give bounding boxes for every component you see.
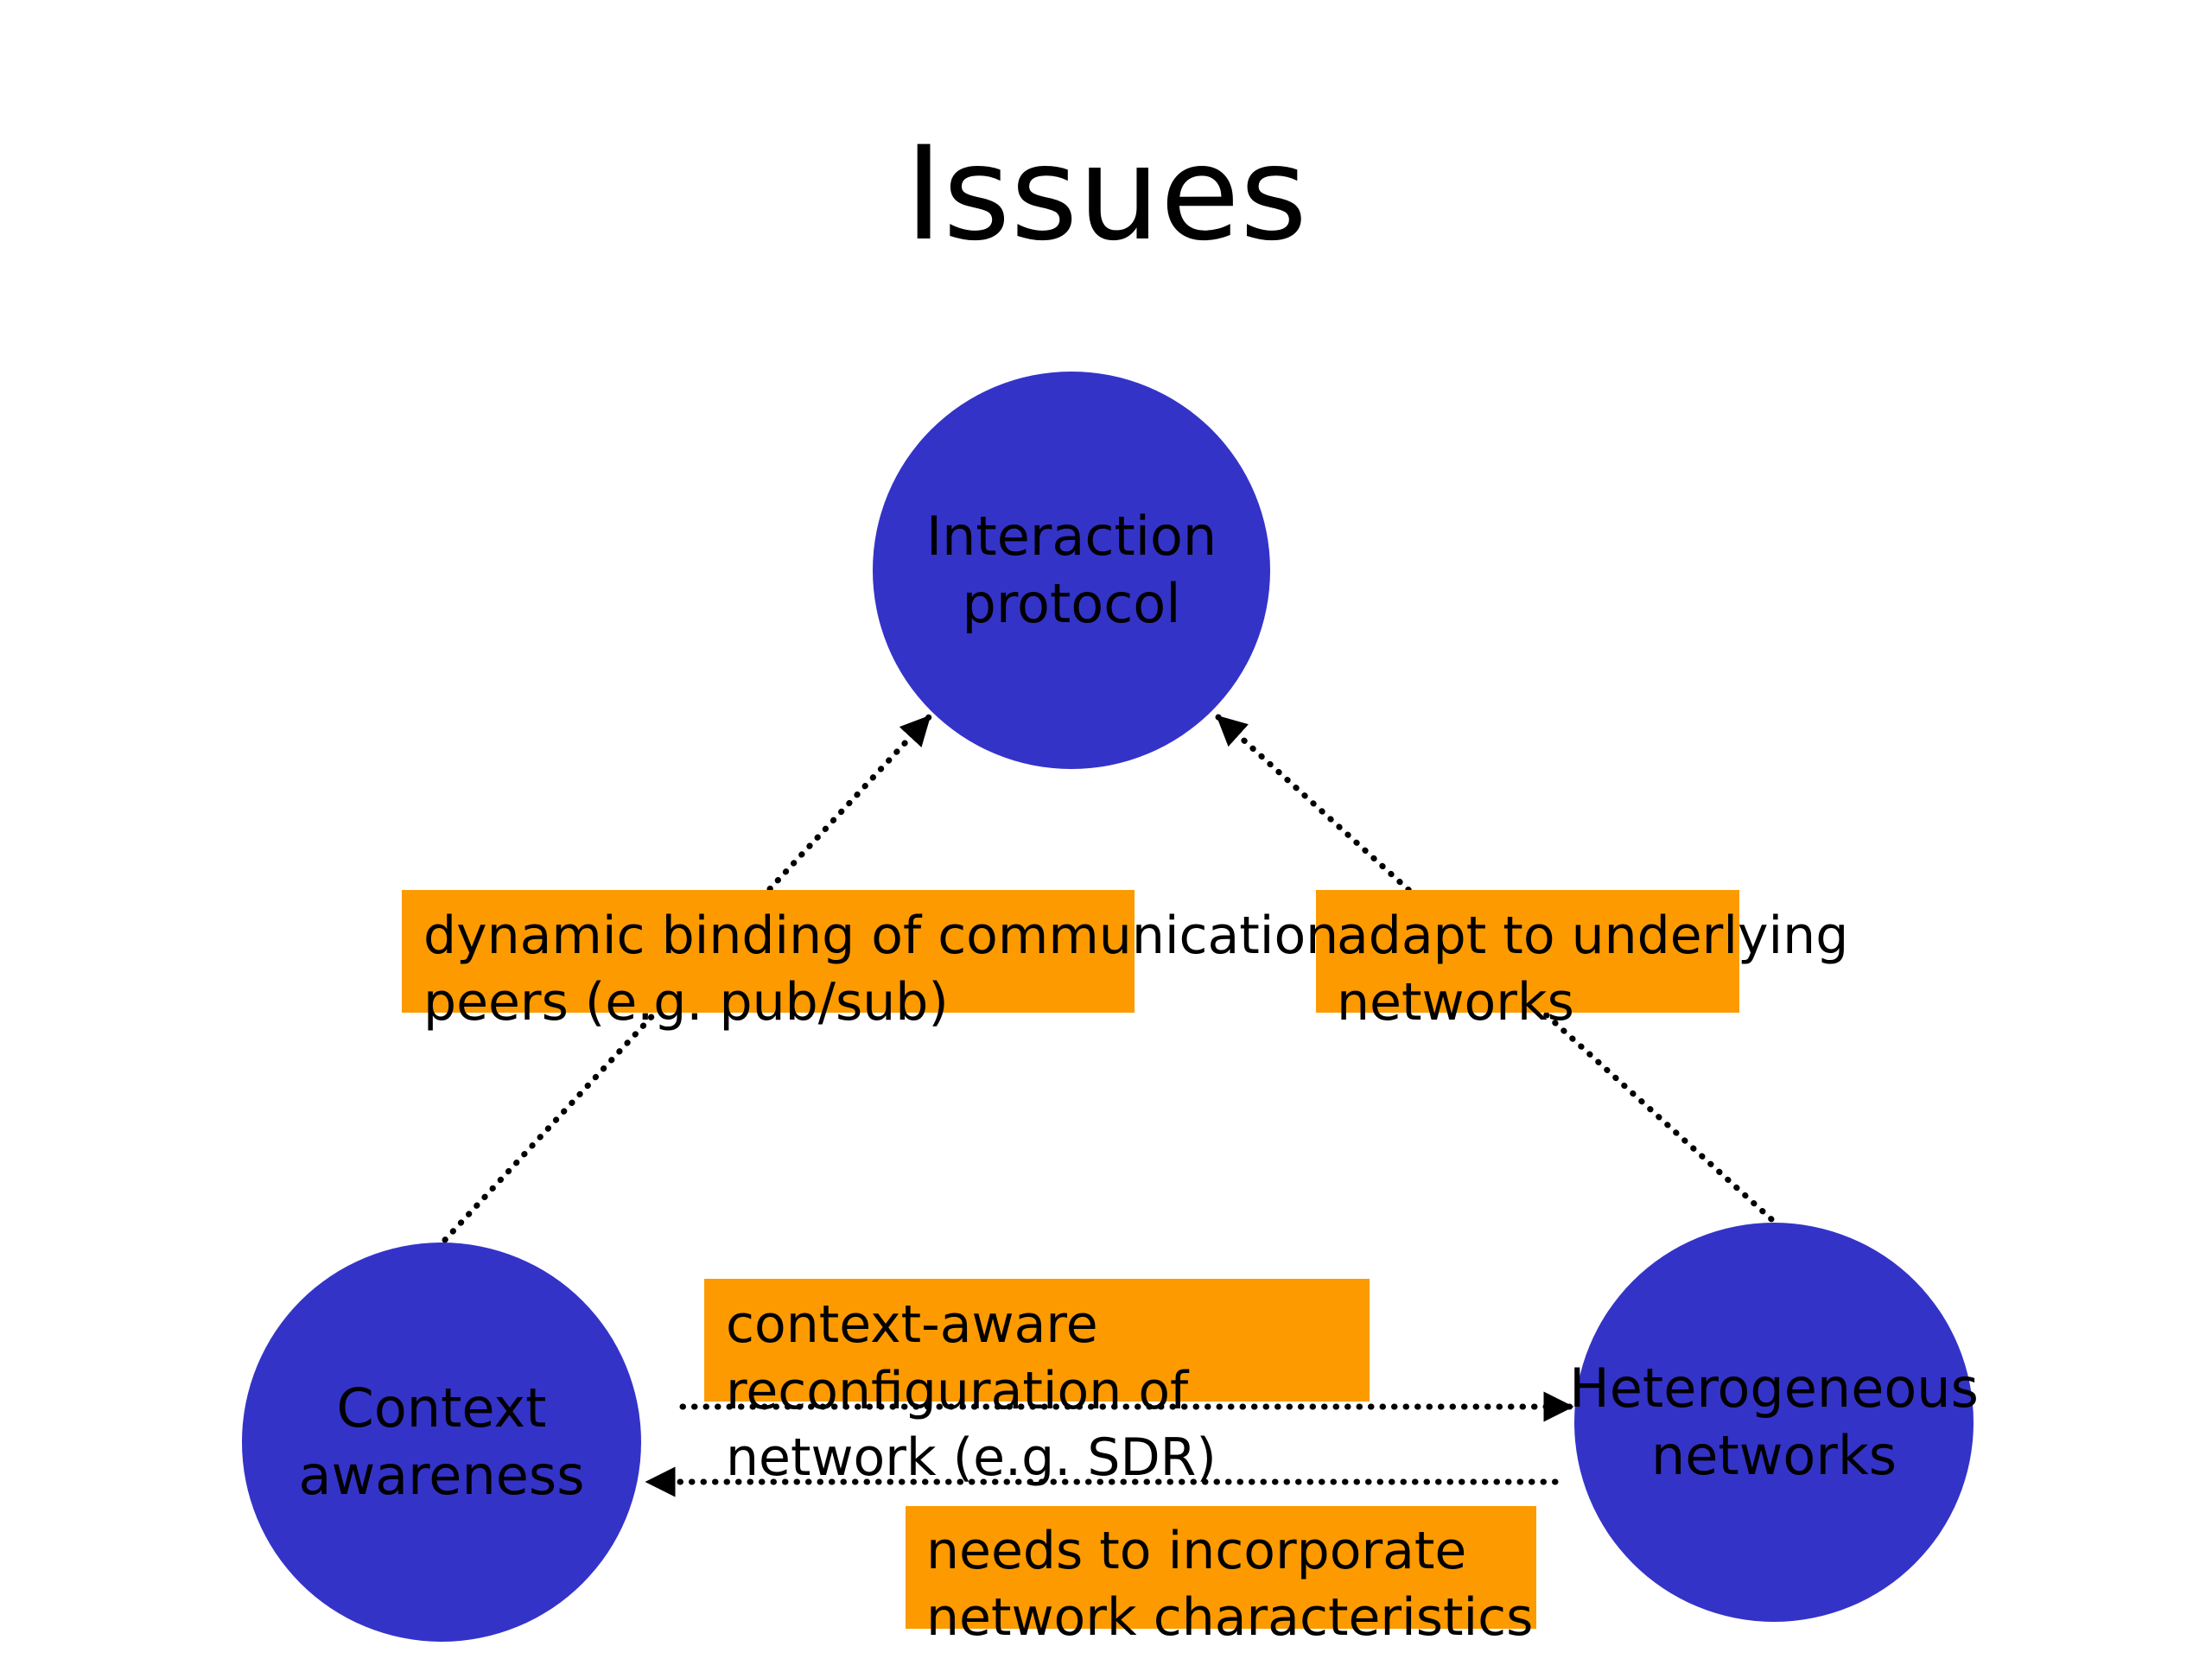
diagram-title: Issues xyxy=(904,119,1308,270)
label-dynamic-binding: dynamic binding of communication peers (… xyxy=(423,906,1339,1033)
node-interaction-protocol: Interaction protocol xyxy=(873,372,1270,769)
label-box-adapt xyxy=(1316,890,1739,1013)
label-adapt-networks: adapt to underlying networks xyxy=(1337,906,1849,1033)
node-context-awareness-label: Context awareness xyxy=(298,1376,585,1507)
node-interaction-protocol-label: Interaction protocol xyxy=(925,505,1217,635)
label-box-incorporate xyxy=(906,1506,1536,1629)
label-network-characteristics: needs to incorporate network characteris… xyxy=(926,1521,1534,1648)
node-heterogeneous-networks: Heterogeneous networks xyxy=(1569,1223,1979,1622)
label-box-binding xyxy=(402,890,1135,1013)
connector-heterogeneous-to-interaction xyxy=(1215,714,1783,1230)
node-context-awareness: Context awareness xyxy=(242,1243,641,1642)
label-box-reconfig xyxy=(704,1279,1370,1402)
connector-context-to-interaction xyxy=(442,714,932,1243)
label-context-aware-reconfiguration: context-aware reconfiguration of network… xyxy=(726,1294,1217,1488)
node-heterogeneous-networks-label: Heterogeneous networks xyxy=(1569,1357,1979,1487)
